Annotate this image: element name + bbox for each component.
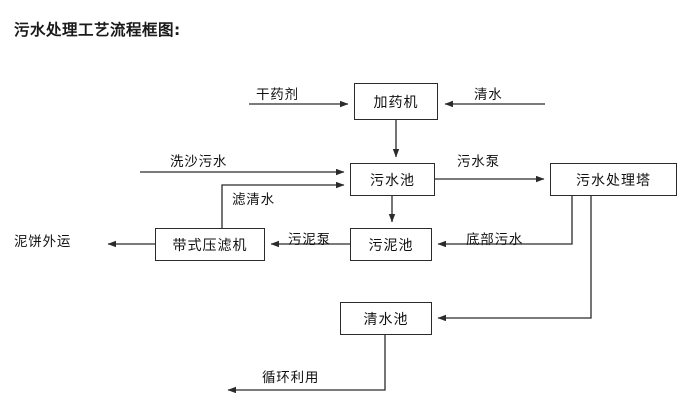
edge-label-sewage-pump: 污水泵: [457, 154, 500, 170]
node-label-treatment-tower: 污水处理塔: [576, 172, 651, 189]
connector-tower-to-clear-water-pool: [437, 196, 592, 322]
node-label-dosing-machine: 加药机: [373, 94, 419, 111]
node-label-sewage-pool: 污水池: [370, 172, 415, 189]
node-belt-filter-press[interactable]: 带式压滤机: [155, 228, 265, 261]
node-clear-water-pool[interactable]: 清水池: [340, 302, 432, 335]
node-dosing-machine[interactable]: 加药机: [354, 83, 438, 120]
edge-label-filtered-clear-water: 滤清水: [232, 192, 275, 208]
edge-label-clean-water-in: 清水: [474, 87, 503, 103]
node-label-belt-filter-press: 带式压滤机: [172, 237, 248, 254]
page-title: 污水处理工艺流程框图:: [14, 21, 181, 39]
edge-label-sand-wash-sewage: 洗沙污水: [170, 154, 228, 170]
edge-label-recycle-reuse: 循环利用: [262, 370, 320, 386]
node-label-sludge-pool: 污泥池: [368, 237, 414, 254]
edge-label-dry-chemical: 干药剂: [256, 87, 299, 103]
connector-tower-to-sludge-pool: [437, 196, 573, 248]
node-label-clear-water-pool: 清水池: [363, 311, 409, 328]
edge-label-mud-cake-out: 泥饼外运: [14, 234, 72, 250]
connector-clear-water-pool-to-recycle: [227, 335, 386, 394]
edge-label-bottom-sewage: 底部污水: [466, 232, 524, 248]
connector-filter-press-to-sewage-pool: [221, 181, 345, 228]
node-sewage-pool[interactable]: 污水池: [350, 163, 435, 196]
edge-label-sludge-pump: 污泥泵: [288, 232, 331, 248]
node-treatment-tower[interactable]: 污水处理塔: [550, 163, 677, 196]
node-sludge-pool[interactable]: 污泥池: [350, 228, 432, 261]
